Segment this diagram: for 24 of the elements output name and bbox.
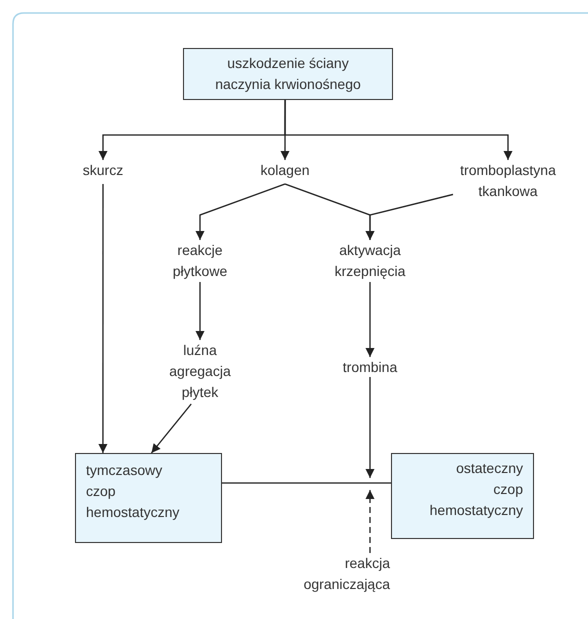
arrow xyxy=(98,184,108,453)
connector-line xyxy=(222,482,391,484)
process-box xyxy=(391,453,534,539)
arrow xyxy=(196,282,204,340)
node-label: luźna agregacja płytek xyxy=(168,341,232,402)
node-label: kolagen xyxy=(259,161,311,180)
node-label: skurcz xyxy=(82,161,124,180)
node-label: tromboplastyna tkankowa xyxy=(459,161,557,201)
node-label: reakcja ograniczająca xyxy=(302,554,390,594)
node-label: reakcje płytkowe xyxy=(172,241,228,281)
arrow xyxy=(366,282,374,357)
box-text: tymczasowy czop hemostatyczny xyxy=(86,461,180,522)
process-box xyxy=(183,48,393,100)
arrow xyxy=(366,490,374,553)
box-text: ostateczny czop hemostatyczny xyxy=(428,459,523,520)
process-box xyxy=(75,453,222,543)
arrow xyxy=(284,100,512,160)
arrow xyxy=(366,194,454,240)
node-label: aktywacja krzepnięcia xyxy=(334,241,406,281)
node-label: trombina xyxy=(342,358,398,377)
arrow xyxy=(196,183,286,240)
arrow xyxy=(150,404,192,454)
arrow xyxy=(366,377,374,478)
box-text: uszkodzenie ściany naczynia krwionośnego xyxy=(214,54,362,94)
